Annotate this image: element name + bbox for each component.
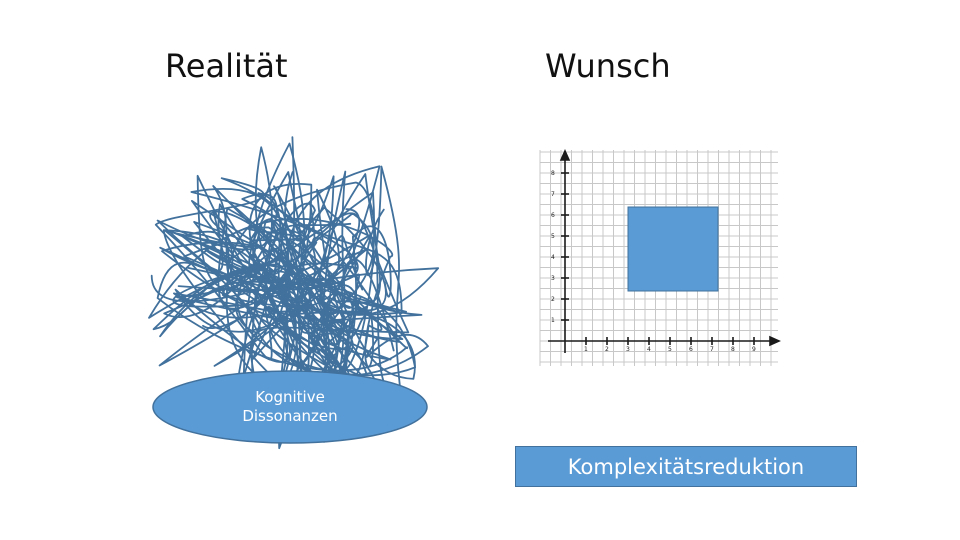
dissonance-label: Kognitive Dissonanzen [152, 370, 428, 444]
y-tick-label: 1 [551, 317, 555, 324]
dissonance-label-line2: Dissonanzen [242, 407, 337, 426]
y-tick-label: 8 [551, 170, 555, 177]
y-tick-label: 3 [551, 275, 555, 282]
x-tick-label: 6 [689, 346, 693, 353]
x-tick-label: 1 [584, 346, 588, 353]
x-tick-label: 7 [710, 346, 714, 353]
x-axis-arrow [770, 337, 779, 345]
title-wunsch: Wunsch [545, 47, 671, 85]
x-tick-label: 3 [626, 346, 630, 353]
x-tick-label: 8 [731, 346, 735, 353]
y-tick-label: 4 [551, 254, 555, 261]
y-tick-label: 6 [551, 212, 555, 219]
y-tick-label: 2 [551, 296, 555, 303]
coordinate-graph: 1 2 3 4 5 6 7 8 9 1 2 3 4 5 6 7 8 [530, 148, 790, 373]
y-tick-label: 5 [551, 233, 555, 240]
title-realitaet: Realität [165, 47, 288, 85]
y-tick-label: 7 [551, 191, 555, 198]
x-tick-label: 9 [752, 346, 756, 353]
dissonance-label-line1: Kognitive [242, 388, 337, 407]
x-tick-label: 2 [605, 346, 609, 353]
target-square [628, 207, 718, 291]
x-tick-label: 5 [668, 346, 672, 353]
complexity-reduction-box: Komplexitätsreduktion [515, 446, 857, 487]
x-tick-label: 4 [647, 346, 651, 353]
